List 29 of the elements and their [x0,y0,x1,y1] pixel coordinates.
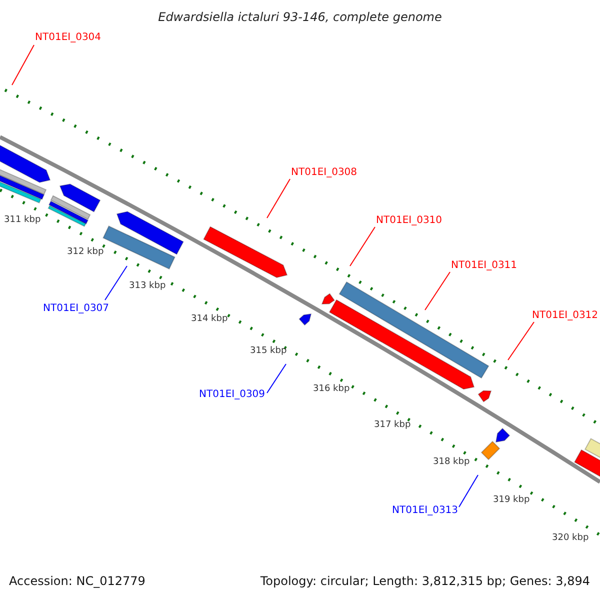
leader-line [508,322,534,360]
leader-line [458,474,478,508]
scale-label: 313 kbp [129,282,166,291]
gene-label: NT01EI_0309 [199,390,266,400]
leader-line [266,178,290,218]
scale-label: 311 kbp [4,216,41,225]
scale-label: 312 kbp [67,248,104,257]
leader-line [350,226,376,266]
leader-line [104,266,128,300]
gene-label: NT01EI_0313 [392,506,458,516]
scale-label: 314 kbp [191,315,228,324]
scale-label: 319 kbp [493,496,530,505]
scale-label: 317 kbp [374,421,411,430]
footer-text: Accession: NC_012779 [9,575,146,587]
scale-label: 320 kbp [552,534,589,543]
gene-label: NT01EI_0311 [451,261,518,271]
footer-text: Topology: circular; Length: 3,812,315 bp; Genes: 3,894 [260,575,590,587]
scale-label: 315 kbp [250,347,287,356]
leader-line [424,272,450,310]
gene-label: NT01EI_0307 [43,304,110,314]
leader-line [12,44,34,86]
gene-label: NT01EI_0308 [291,168,358,178]
title: Edwardsiella ictaluri 93-146, complete genome [157,11,443,23]
gene-label: NT01EI_0310 [376,216,442,226]
leader-line [266,364,286,394]
scale-label: 318 kbp [433,458,470,467]
scale-label: 316 kbp [313,385,350,394]
gene-label: NT01EI_0312 [532,311,598,321]
gene-label: NT01EI_0304 [35,33,102,43]
